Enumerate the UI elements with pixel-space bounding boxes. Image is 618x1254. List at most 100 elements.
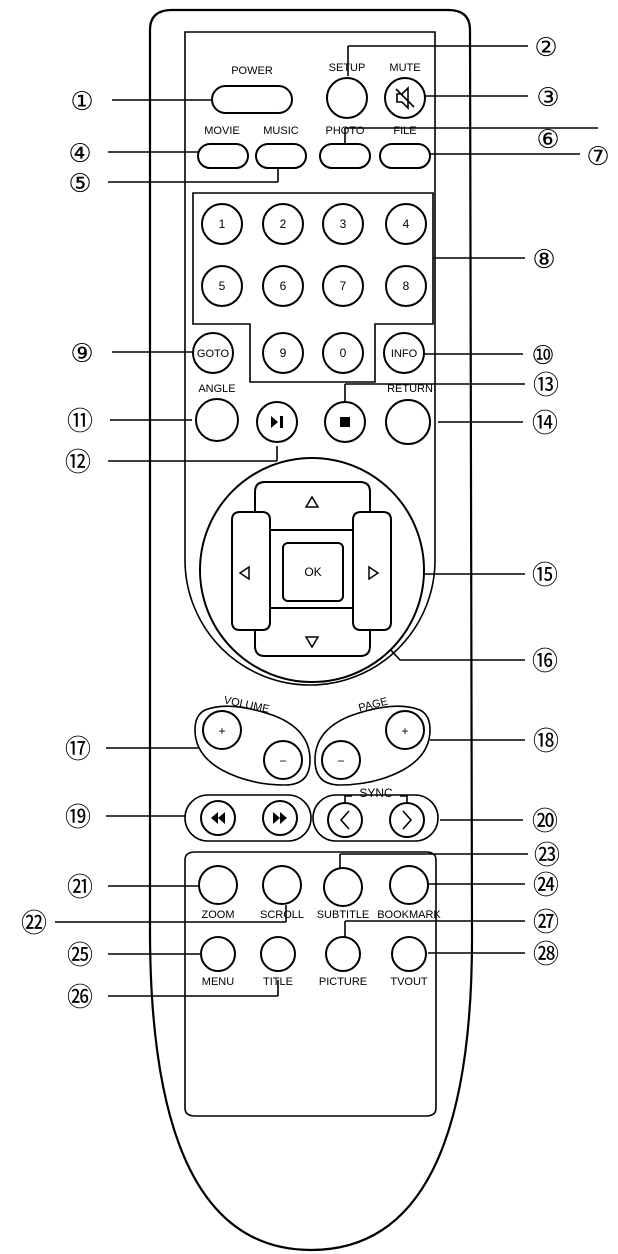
callout-6: ⑥: [536, 125, 559, 155]
callout-5: ⑤: [68, 169, 91, 199]
callout-9: ⑨: [70, 339, 93, 369]
callout-15: ⑮: [532, 561, 558, 591]
callout-8: ⑧: [532, 245, 555, 275]
callout-13: ⑬: [533, 371, 559, 401]
callout-3: ③: [536, 83, 559, 113]
menu-label: MENU: [202, 976, 234, 988]
angle-button[interactable]: [195, 398, 239, 442]
digit-button-7[interactable]: [322, 265, 364, 307]
goto-button[interactable]: [192, 332, 234, 374]
setup-button[interactable]: [326, 77, 368, 119]
zoom-button[interactable]: [198, 865, 238, 905]
digit-button-5[interactable]: [201, 265, 243, 307]
callout-18: ⑱: [533, 727, 559, 757]
callout-2: ②: [534, 33, 557, 63]
digit-button-8[interactable]: [385, 265, 427, 307]
callout-10: ⑩: [531, 341, 554, 371]
callout-16: ⑯: [532, 647, 558, 677]
callout-25: ㉕: [67, 941, 93, 971]
angle-label: ANGLE: [198, 383, 235, 395]
play-pause-icon: [271, 416, 283, 428]
bookmark-button[interactable]: [389, 865, 429, 905]
callout-19: ⑲: [65, 803, 91, 833]
callout-21: ㉑: [67, 873, 93, 903]
callout-numbers: ① ② ③ ④ ⑤ ⑥ ⑦ ⑧ ⑨ ⑩ ⑪ ⑫ ⑬ ⑭ ⑮ ⑯ ⑰ ⑱ ⑲ ⑳ …: [21, 33, 610, 1013]
digit-label-0: 0: [340, 346, 347, 360]
digit-button-4[interactable]: [385, 203, 427, 245]
tvout-button[interactable]: [391, 936, 427, 972]
nav-right-button[interactable]: [352, 511, 392, 631]
page-up-button[interactable]: [385, 710, 425, 750]
sync-next-button[interactable]: [389, 802, 425, 838]
bookmark-label: BOOKMARK: [377, 909, 441, 921]
title-button[interactable]: [260, 936, 296, 972]
volume-up-button[interactable]: [202, 710, 242, 750]
movie-button[interactable]: [197, 143, 249, 169]
rewind-icon: [211, 812, 225, 824]
volume-up-label: +: [218, 724, 225, 738]
arrow-up-icon: [304, 495, 320, 508]
callout-22: ㉒: [21, 909, 47, 939]
digit-button-1[interactable]: [201, 203, 243, 245]
digit-button-0[interactable]: [322, 332, 364, 374]
photo-button[interactable]: [319, 143, 371, 169]
callout-27: ㉗: [533, 908, 559, 938]
callout-28: ㉘: [533, 940, 559, 970]
callout-24: ㉔: [533, 871, 559, 901]
callout-12: ⑫: [65, 448, 91, 478]
picture-button[interactable]: [325, 936, 361, 972]
callout-11: ⑪: [67, 407, 93, 437]
subtitle-label: SUBTITLE: [317, 909, 370, 921]
power-button[interactable]: [211, 85, 293, 114]
digit-button-3[interactable]: [322, 203, 364, 245]
arrow-right-icon: [368, 565, 380, 581]
volume-down-button[interactable]: [263, 740, 303, 780]
nav-left-button[interactable]: [231, 511, 271, 631]
return-button[interactable]: [385, 399, 431, 445]
file-button[interactable]: [379, 143, 431, 169]
digit-label-1: 1: [219, 217, 226, 231]
digit-button-9[interactable]: [262, 332, 304, 374]
digit-label-4: 4: [403, 217, 410, 231]
fast-forward-icon: [273, 812, 287, 824]
sync-label: SYNC: [359, 786, 393, 800]
page-down-label: −: [337, 754, 344, 768]
zoom-label: ZOOM: [202, 909, 235, 921]
scroll-button[interactable]: [262, 865, 302, 905]
sync-group-outline: [312, 794, 439, 842]
goto-label: GOTO: [197, 348, 230, 360]
digit-label-6: 6: [280, 279, 287, 293]
seek-group-outline: [184, 794, 312, 842]
return-label: RETURN: [387, 383, 433, 395]
digit-label-7: 7: [340, 279, 347, 293]
ok-button[interactable]: [282, 542, 344, 602]
music-button[interactable]: [255, 143, 307, 169]
sync-bracket: [344, 795, 408, 803]
volume-down-label: −: [279, 754, 286, 768]
digit-button-2[interactable]: [262, 203, 304, 245]
callout-14: ⑭: [532, 409, 558, 439]
digit-label-9: 9: [280, 346, 287, 360]
photo-label: PHOTO: [326, 125, 365, 137]
scroll-label: SCROLL: [260, 909, 304, 921]
page-down-button[interactable]: [321, 740, 361, 780]
callout-20: ⑳: [532, 807, 558, 837]
remote-top-panel-outline: [184, 31, 436, 686]
tvout-label: TVOUT: [390, 976, 428, 988]
callout-4: ④: [68, 139, 91, 169]
music-label: MUSIC: [263, 125, 299, 137]
sync-previous-button[interactable]: [327, 802, 363, 838]
page-up-label: +: [401, 724, 408, 738]
info-button[interactable]: [383, 332, 425, 374]
speaker-muted-icon: [395, 86, 415, 110]
movie-label: MOVIE: [204, 125, 239, 137]
menu-button[interactable]: [200, 936, 236, 972]
info-label: INFO: [391, 348, 418, 360]
subtitle-button[interactable]: [323, 867, 363, 907]
volume-rocker-outline: [194, 705, 311, 786]
number-pad: 1 2 3 4 5 6 7 8 GOTO 9 0 INFO: [192, 203, 427, 374]
remote-lower-panel-outline: [184, 851, 437, 1117]
digit-button-6[interactable]: [262, 265, 304, 307]
callout-lines: [55, 45, 598, 997]
